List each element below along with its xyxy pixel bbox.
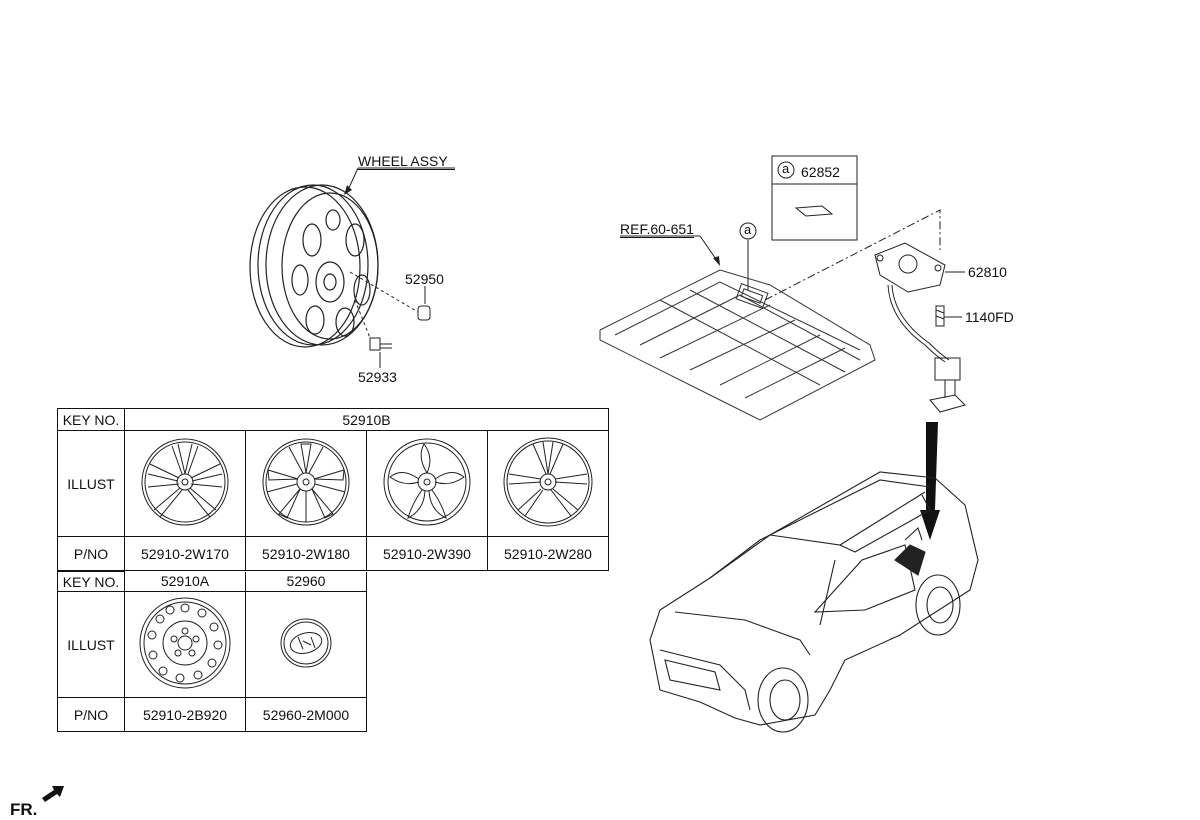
detail-box	[771, 155, 858, 241]
marker-a: a	[744, 222, 752, 237]
hub-cap-emblem-icon	[280, 618, 332, 668]
detail-part-number: 62852	[801, 164, 840, 180]
part-number-cell: 52910-2W280	[487, 536, 609, 571]
pno-header: P/NO	[57, 697, 125, 732]
illust-header: ILLUST	[57, 430, 125, 537]
wheel-illust-4	[487, 430, 609, 537]
hub-cap-illust	[245, 591, 367, 698]
carrier-part-number: 62810	[968, 264, 1007, 280]
wheel-assy-label: WHEEL ASSY	[358, 153, 455, 170]
key-no-header: KEY NO.	[57, 571, 125, 592]
steel-wheel-icon	[139, 597, 231, 689]
vehicle-illustration	[649, 471, 979, 733]
spare-tire-carrier-illustration	[874, 242, 966, 413]
steel-wheel-illust	[124, 591, 246, 698]
illust-header: ILLUST	[57, 591, 125, 698]
wheel-illust-1	[124, 430, 246, 537]
part-number-cell: 52910-2B920	[124, 697, 246, 732]
wheel-illust-2	[245, 430, 367, 537]
lug-nut-illustration	[349, 271, 431, 321]
floor-panel-illustration	[599, 269, 876, 421]
front-label: FR.	[10, 800, 38, 819]
wheel-assy-illustration	[249, 184, 379, 348]
part-number-cell: 52910-2W170	[124, 536, 246, 571]
key-no-header: KEY NO.	[57, 408, 125, 431]
key-no-value: 52910B	[124, 408, 609, 431]
alloy-wheel-icon	[262, 438, 350, 526]
bolt-1140fd-illustration	[935, 305, 945, 327]
alloy-wheel-icon	[383, 438, 471, 526]
alloy-wheel-icon	[503, 437, 593, 527]
part-number-cell: 52910-2W390	[366, 536, 488, 571]
part-number-cell: 52960-2M000	[245, 697, 367, 732]
pno-header: P/NO	[57, 536, 125, 571]
part-number-cell: 52910-2W180	[245, 536, 367, 571]
wheel-illust-3	[366, 430, 488, 537]
ref-label: REF.60-651	[620, 221, 694, 238]
hub-bolt-illustration	[354, 299, 392, 351]
alloy-wheel-icon	[141, 438, 229, 526]
hub-bolt-part-number: 52933	[358, 369, 397, 385]
wheel-options-table: KEY NO. 52910B ILLUST	[57, 408, 609, 571]
spare-wheel-table: KEY NO. 52910A 52960 ILLUST	[57, 571, 367, 732]
key-no-value: 52960	[245, 571, 367, 592]
lug-nut-part-number: 52950	[405, 271, 444, 287]
front-direction-arrow-icon	[42, 786, 64, 802]
detail-key: a	[782, 161, 790, 176]
location-arrow-icon	[920, 422, 940, 540]
key-no-value: 52910A	[124, 571, 246, 592]
bolt-part-number: 1140FD	[965, 309, 1014, 325]
